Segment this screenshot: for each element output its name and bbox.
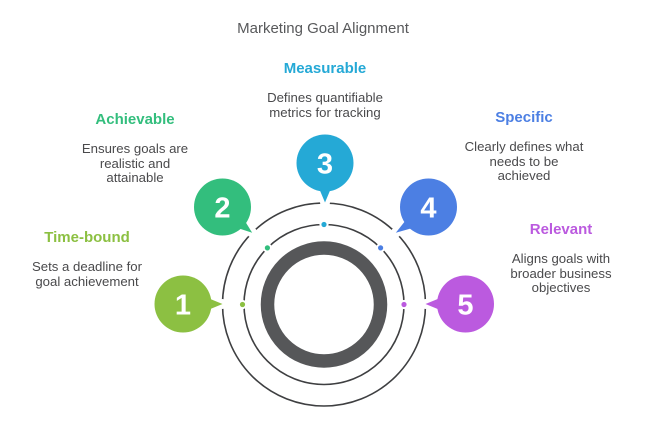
center-donut — [260, 241, 388, 368]
bubble-circle-1 — [154, 275, 212, 333]
bubble-circle-2 — [194, 178, 251, 236]
bubble-number-4: 4 — [420, 193, 436, 225]
bubble-number-5: 5 — [457, 290, 473, 322]
label-desc-relevant: Aligns goals with broader business objec… — [510, 251, 612, 295]
step-dot-3 — [319, 219, 329, 230]
label-heading-specific: Specific — [495, 109, 553, 126]
label-block-achievable: Achievable Ensures goals are realistic a… — [50, 111, 220, 186]
label-desc-time-bound: Sets a deadline for goal achievement — [32, 259, 142, 289]
label-desc-achievable: Ensures goals are realistic and attainab… — [81, 141, 189, 185]
step-dot-5 — [399, 299, 409, 310]
bubble-number-2: 2 — [214, 193, 230, 225]
label-desc-measurable: Defines quantifiable metrics for trackin… — [267, 90, 383, 120]
label-block-time-bound: Time-bound Sets a deadline for goal achi… — [2, 229, 172, 289]
step-dot-4 — [376, 243, 386, 253]
label-block-specific: Specific Clearly defines what needs to b… — [439, 109, 609, 184]
bubble-number-1: 1 — [175, 290, 191, 322]
label-heading-achievable: Achievable — [95, 111, 175, 128]
bubble-circle-3 — [296, 134, 354, 192]
label-desc-specific: Clearly defines what needs to be achieve… — [464, 139, 584, 183]
label-block-measurable: Measurable Defines quantifiable metrics … — [240, 60, 410, 120]
label-heading-time-bound: Time-bound — [44, 229, 130, 246]
page-title: Marketing Goal Alignment — [237, 20, 409, 37]
label-heading-measurable: Measurable — [283, 60, 367, 77]
bubble-number-3: 3 — [317, 149, 333, 181]
step-dot-1 — [237, 299, 248, 310]
bubble-circle-4 — [400, 178, 457, 236]
bubble-circle-5 — [437, 275, 494, 333]
label-heading-relevant: Relevant — [529, 221, 593, 238]
label-block-relevant: Relevant Aligns goals with broader busin… — [476, 221, 646, 296]
step-dot-2 — [262, 243, 272, 253]
